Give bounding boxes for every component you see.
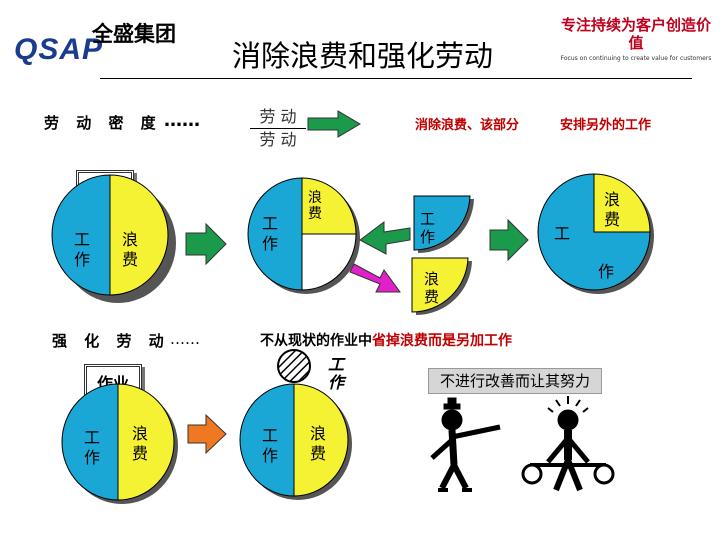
wedge-waste <box>411 257 472 315</box>
strengthen-labor-dots: …… <box>170 330 200 348</box>
pie3-waste-label: 浪费 <box>604 190 621 229</box>
pie-reallocated <box>537 173 654 294</box>
strengthen-labor-label: 强 化 劳 动 <box>52 332 170 350</box>
pie3-work-char2: 作 <box>598 262 615 281</box>
wedge-waste-label: 浪费 <box>424 270 440 306</box>
extra-work-label: 工作 <box>328 355 345 392</box>
strengthen-desc-red: 省掉浪费而是另加工作 <box>372 333 512 349</box>
arrow-right-orange <box>187 413 227 455</box>
pointing-figure-icon <box>430 397 501 492</box>
pie2-waste-label: 浪费 <box>308 190 322 222</box>
arrow-right-green-2 <box>489 218 529 262</box>
pie2-work-label: 工作 <box>262 214 279 253</box>
qsap-logo: QSAP <box>14 33 104 66</box>
labor-density-dots: …… <box>164 110 200 131</box>
pie-waste-removed <box>247 177 360 294</box>
page-title: 消除浪费和强化劳动 <box>232 39 494 73</box>
pie-current-work <box>51 174 176 303</box>
arrow-right-small <box>307 110 361 138</box>
labor-density-label: 劳 动 密 度 <box>44 114 162 132</box>
pie5-work-label: 工作 <box>262 426 279 465</box>
fraction-line <box>250 128 306 129</box>
extra-work-ball <box>277 349 311 383</box>
strengthen-desc: 不从现状的作业中省掉浪费而是另加工作 <box>260 330 512 350</box>
header-divider <box>100 78 692 79</box>
weightlifter-figure-icon <box>521 396 615 492</box>
pie-strengthened-work <box>239 383 352 500</box>
labor-fraction: 劳 动 劳 动 <box>250 106 306 151</box>
slogan: 专注持续为客户创造价值 <box>560 16 711 52</box>
pie1-work-label: 工作 <box>74 230 91 269</box>
red-note-eliminate: 消除浪费、该部分 <box>415 118 520 133</box>
fraction-numerator: 劳 动 <box>259 107 297 126</box>
wedge-work <box>413 195 474 254</box>
slogan-english: Focus on continuing to create value for … <box>560 55 712 62</box>
speech-caption: 不进行改善而让其努力 <box>428 368 602 394</box>
pie-current-work-2 <box>61 383 178 504</box>
company-name: 全盛集团 <box>92 22 176 46</box>
pie3-work-char1: 工 <box>554 224 571 243</box>
strengthen-desc-black: 不从现状的作业中 <box>260 333 372 349</box>
pie5-waste-label: 浪费 <box>310 424 327 463</box>
red-note-arrange: 安排另外的工作 <box>560 118 652 133</box>
arrow-right-green-1 <box>185 222 227 266</box>
fraction-denominator: 劳 动 <box>259 130 297 149</box>
pie4-work-label: 工作 <box>84 428 101 467</box>
pie1-waste-label: 浪费 <box>122 230 139 269</box>
pie4-waste-label: 浪费 <box>132 424 149 463</box>
arrow-out-magenta <box>349 263 401 293</box>
wedge-work-label: 工作 <box>420 210 436 246</box>
arrow-left-green <box>359 221 411 255</box>
